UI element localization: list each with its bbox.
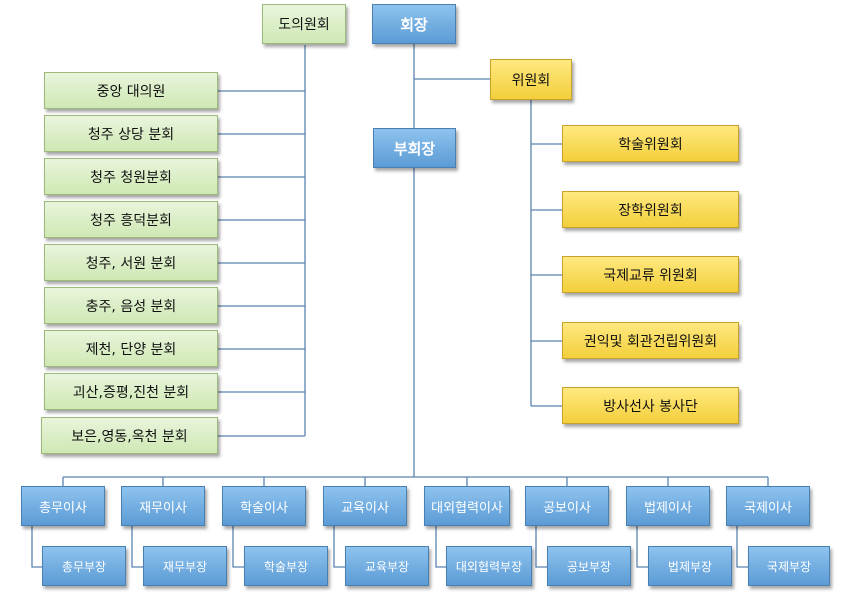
committee-item-box: 학술위원회 — [562, 125, 739, 162]
manager-box: 총무부장 — [42, 546, 126, 586]
branch-box: 청주, 서원 분회 — [44, 244, 218, 281]
branch-box: 중앙 대의원 — [44, 72, 218, 109]
director-box: 대외협력이사 — [424, 486, 510, 526]
branch-box: 청주 청원분회 — [44, 158, 218, 195]
committee-item-box: 장학위원회 — [562, 191, 739, 228]
director-box: 총무이사 — [21, 486, 105, 526]
director-box: 법제이사 — [626, 486, 710, 526]
provincial-committee-box: 도의원회 — [262, 4, 346, 44]
branch-box: 청주 상당 분회 — [44, 115, 218, 152]
manager-box: 국제부장 — [748, 546, 830, 586]
branch-box: 충주, 음성 분회 — [44, 287, 218, 324]
manager-box: 교육부장 — [345, 546, 429, 586]
director-box: 공보이사 — [525, 486, 609, 526]
manager-box: 법제부장 — [648, 546, 732, 586]
branch-box: 보은,영동,옥천 분회 — [41, 417, 218, 454]
vice-president-box: 부회장 — [373, 128, 456, 168]
director-box: 재무이사 — [121, 486, 205, 526]
director-box: 학술이사 — [222, 486, 306, 526]
manager-box: 공보부장 — [547, 546, 631, 586]
manager-box: 대외협력부장 — [446, 546, 532, 586]
branch-box: 제천, 단양 분회 — [44, 330, 218, 367]
director-box: 국제이사 — [726, 486, 810, 526]
branch-box: 청주 흥덕분회 — [44, 201, 218, 238]
committee-item-box: 방사선사 봉사단 — [562, 387, 739, 424]
committee-item-box: 권익및 회관건립위원회 — [562, 322, 739, 359]
branch-box: 괴산,증평,진천 분회 — [44, 373, 218, 410]
committee-item-box: 국제교류 위원회 — [562, 256, 739, 293]
committee-box: 위원회 — [490, 59, 572, 100]
director-box: 교육이사 — [323, 486, 407, 526]
manager-box: 학술부장 — [244, 546, 328, 586]
president-box: 회장 — [372, 4, 456, 44]
manager-box: 재무부장 — [143, 546, 227, 586]
